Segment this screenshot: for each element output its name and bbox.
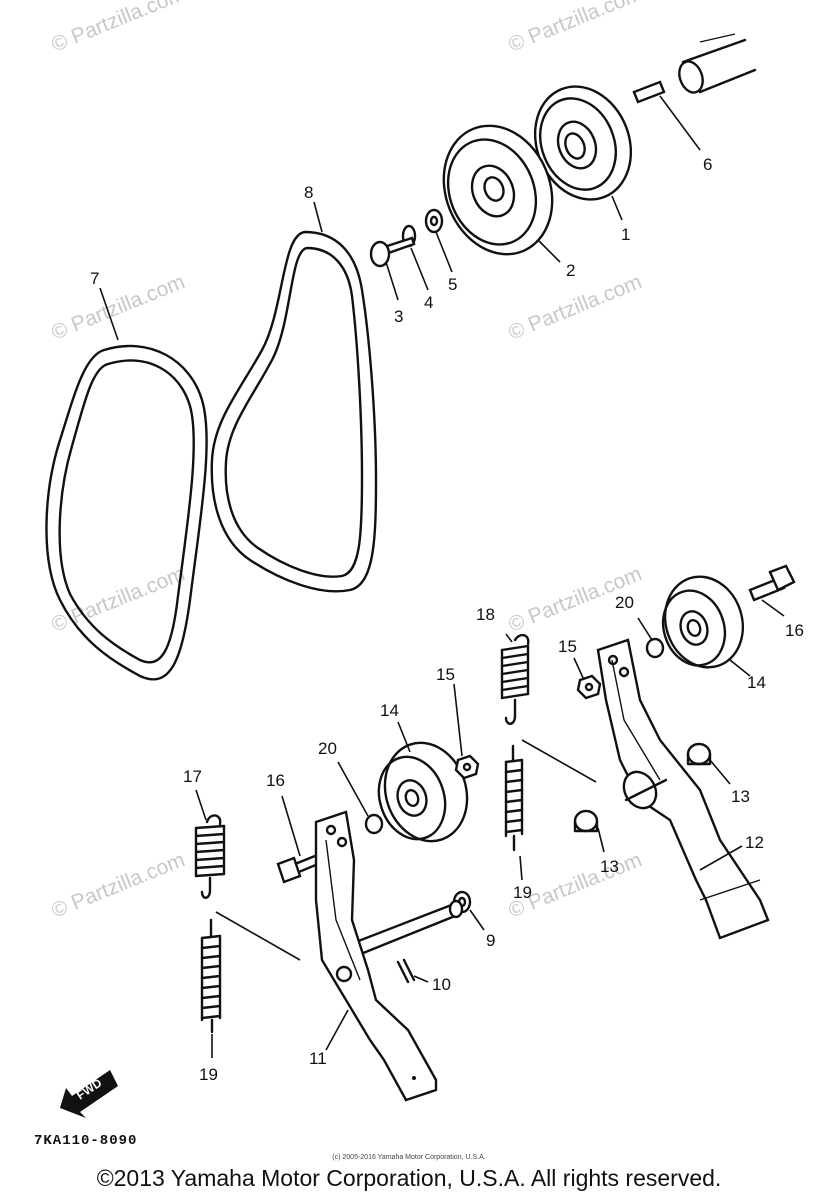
spring-part-19-left [200, 918, 222, 1034]
callout-14-left: 14 [380, 701, 399, 720]
callout-6: 6 [703, 155, 712, 174]
callout-20-right: 20 [615, 593, 634, 612]
callout-12: 12 [745, 833, 764, 852]
callout-3: 3 [394, 307, 403, 326]
bushing-part-13-b [573, 809, 599, 833]
spring-part-17 [194, 814, 226, 899]
belt-part-7 [45, 344, 208, 681]
leader-lines [99, 95, 785, 1058]
diagram-code: 7KA110-8090 [34, 1133, 138, 1149]
shaft [678, 33, 757, 94]
callout-15-right: 15 [558, 637, 577, 656]
bushing-part-13-a [686, 742, 712, 766]
arm-part-11 [314, 810, 464, 1102]
callout-16-left: 16 [266, 771, 285, 790]
callout-5: 5 [448, 275, 457, 294]
bolt-part-16-right [748, 564, 796, 602]
pulley-part-2 [442, 124, 554, 256]
callout-7: 7 [90, 269, 99, 288]
belt-part-8 [210, 230, 378, 593]
callout-15-middle: 15 [436, 665, 455, 684]
callout-17: 17 [183, 767, 202, 786]
washer-part-5 [424, 208, 444, 234]
collar-part-20-right [645, 637, 665, 659]
collar-part-20-left [364, 813, 384, 835]
watermark-1: © Partzilla.com [48, 0, 188, 57]
spring-part-19-middle [504, 744, 524, 852]
callout-16-right: 16 [785, 621, 804, 640]
callout-18: 18 [476, 605, 495, 624]
callout-9: 9 [486, 931, 495, 950]
callout-19-left: 19 [199, 1065, 218, 1084]
nut-part-15-right [576, 674, 602, 700]
callout-1: 1 [621, 225, 630, 244]
fwd-arrow-icon: FWD [60, 1070, 118, 1118]
spring-part-18 [500, 633, 530, 725]
callout-14-right: 14 [747, 673, 766, 692]
callout-13-a: 13 [731, 787, 750, 806]
watermark-7: © Partzilla.com [48, 848, 188, 922]
watermark-5: © Partzilla.com [48, 562, 188, 636]
key-part-6 [632, 80, 666, 104]
callout-20-left: 20 [318, 739, 337, 758]
callout-11: 11 [309, 1049, 327, 1068]
callout-8: 8 [304, 183, 313, 202]
callout-2: 2 [566, 261, 575, 280]
copyright-notice: ©2013 Yamaha Motor Corporation, U.S.A. A… [96, 1165, 722, 1191]
tensioner-arm-part-12 [596, 638, 770, 940]
watermark-2: © Partzilla.com [505, 0, 645, 57]
watermark-3: © Partzilla.com [48, 270, 188, 344]
bolt-part-3 [369, 236, 416, 268]
watermark-4: © Partzilla.com [505, 270, 645, 344]
nut-part-15-middle [454, 754, 480, 780]
idler-pulley-part-14-right [661, 575, 745, 669]
callout-13-b: 13 [600, 857, 619, 876]
callout-4: 4 [424, 293, 433, 312]
cotter-pin-part-10 [396, 958, 416, 984]
callout-19-middle: 19 [513, 883, 532, 902]
idler-pulley-part-14-left [377, 741, 469, 843]
small-copyright: (c) 2005-2016 Yamaha Motor Corporation, … [332, 1154, 486, 1161]
callouts: 1 2 3 4 5 6 7 8 9 10 11 12 13 13 14 14 1… [90, 155, 804, 1084]
callout-10: 10 [432, 975, 451, 994]
